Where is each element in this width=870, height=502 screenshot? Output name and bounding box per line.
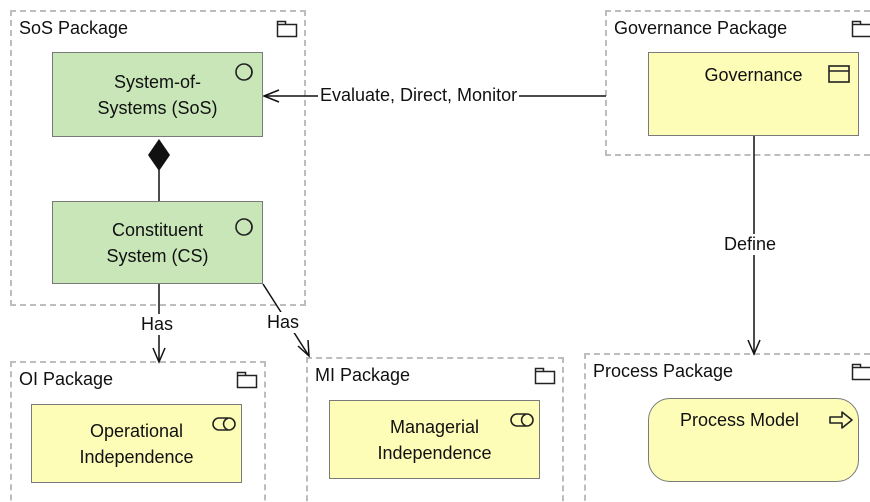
package-icon [851, 20, 870, 38]
process-model-element-label: Process Model [679, 410, 800, 430]
sos-package-label: SoS Package [19, 18, 129, 38]
sos-element[interactable]: System-of- Systems (SoS) [52, 52, 263, 137]
has-mi-label: Has [265, 312, 302, 333]
oi-element[interactable]: Operational Independence [31, 404, 242, 483]
system-icon [235, 218, 253, 236]
mi-package-label: MI Package [315, 365, 411, 385]
composition-diamond [148, 139, 170, 171]
service-icon [212, 417, 236, 431]
oi-element-label: Operational Independence [79, 420, 194, 467]
has-mi-arrowhead [297, 339, 310, 358]
governance-package-label: Governance Package [614, 18, 788, 38]
process-arrow-icon [829, 411, 853, 429]
oi-package-label: OI Package [19, 369, 114, 389]
process-model-element[interactable]: Process Model [648, 398, 859, 482]
service-icon [510, 413, 534, 427]
has-oi-label: Has [139, 314, 176, 335]
cs-element-label: Constituent System (CS) [106, 219, 209, 266]
governance-element[interactable]: Governance [648, 52, 859, 136]
package-icon [236, 371, 258, 389]
system-icon [235, 63, 253, 81]
has-oi-arrowhead [152, 347, 166, 364]
business-object-icon [828, 65, 850, 83]
mi-element-label: Managerial Independence [377, 416, 492, 463]
evaluate-label: Evaluate, Direct, Monitor [318, 85, 520, 106]
evaluate-arrowhead [261, 89, 280, 103]
mi-element[interactable]: Managerial Independence [329, 400, 540, 479]
sos-element-label: System-of- Systems (SoS) [97, 71, 218, 118]
define-label: Define [722, 234, 779, 255]
governance-element-label: Governance [704, 65, 803, 85]
package-icon [851, 363, 870, 381]
package-icon [534, 367, 556, 385]
cs-element[interactable]: Constituent System (CS) [52, 201, 263, 284]
process-package-label: Process Package [593, 361, 734, 381]
package-icon [276, 20, 298, 38]
define-arrowhead [747, 339, 761, 356]
